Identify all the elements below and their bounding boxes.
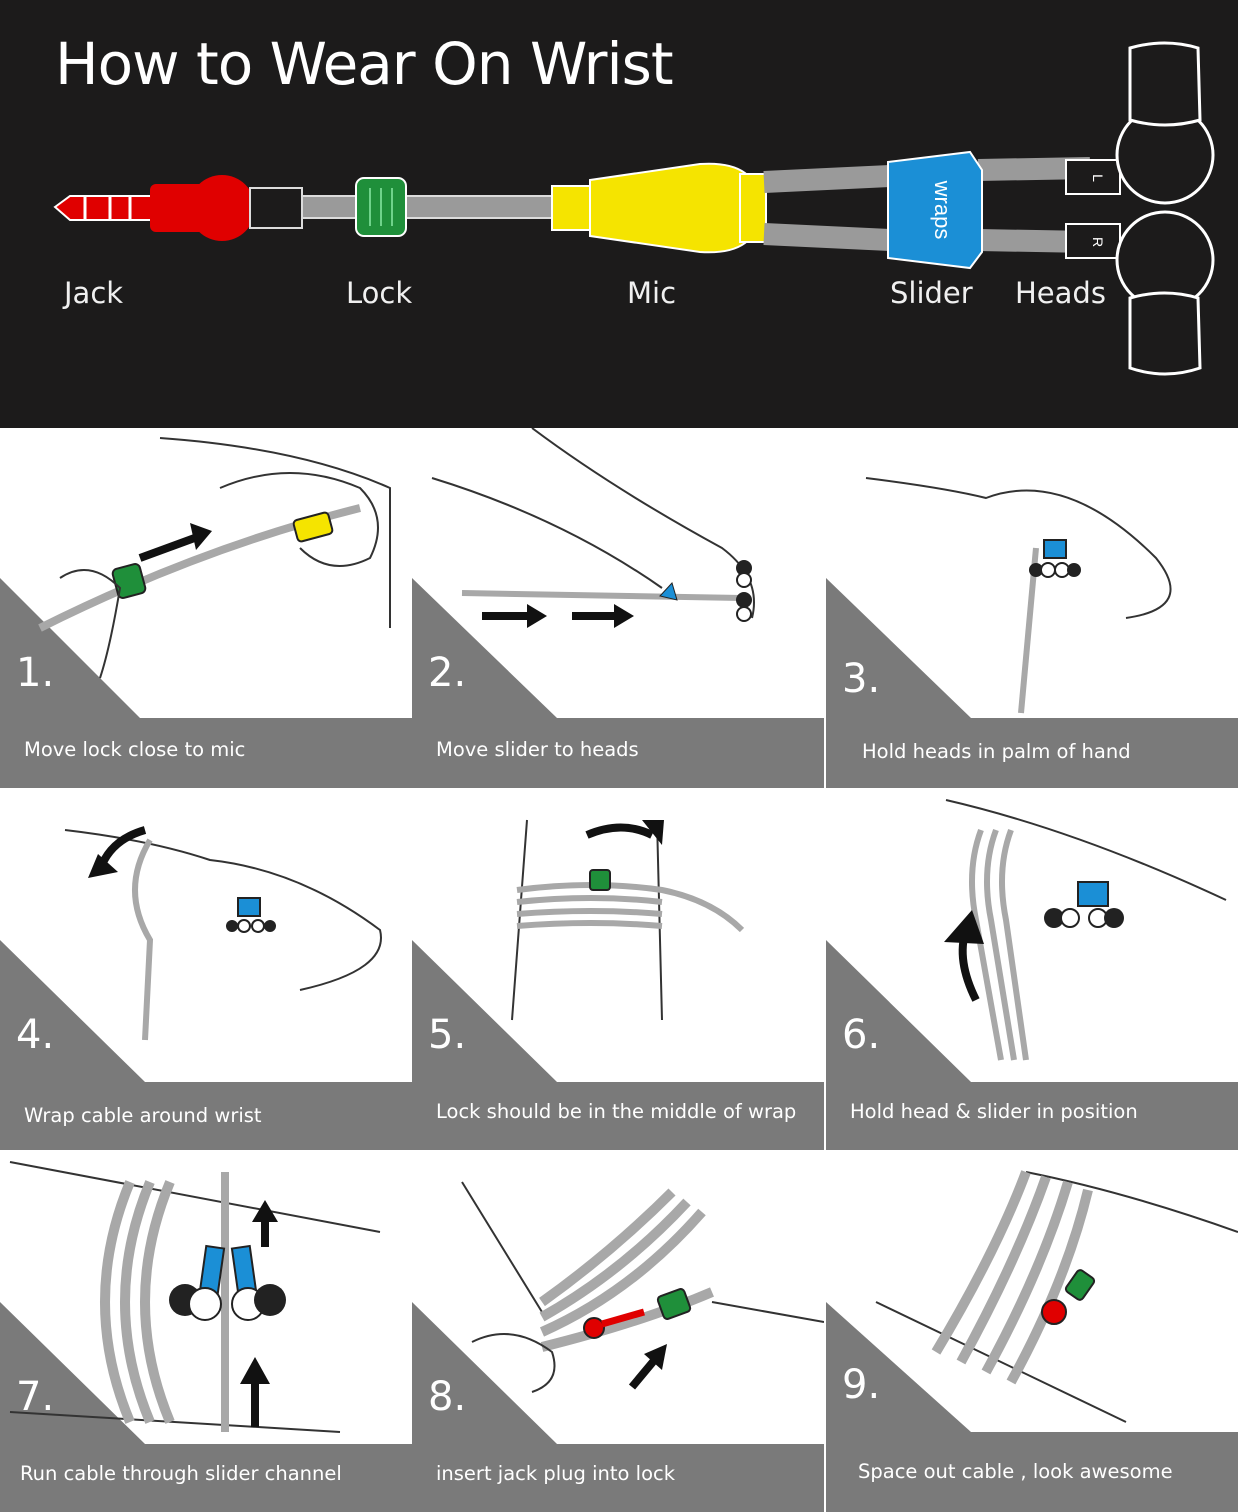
step-2-caption-box: Move slider to heads <box>412 718 824 788</box>
step-5-number: 5. <box>428 1012 467 1058</box>
step-panel-6: 6. Hold head & slider in position <box>826 790 1238 1150</box>
step-panel-1: 1. Move lock close to mic <box>0 428 412 788</box>
mic-icon <box>551 162 767 254</box>
step-6-illustration <box>826 799 1227 1082</box>
step-3-number: 3. <box>842 656 881 702</box>
step-1-number: 1. <box>16 650 55 696</box>
step-4-caption: Wrap cable around wrist <box>24 1104 262 1127</box>
step-3-caption: Hold heads in palm of hand <box>862 740 1131 763</box>
step-9-caption: Space out cable , look awesome <box>858 1460 1173 1483</box>
header-banner: How to Wear On Wrist <box>0 0 1238 428</box>
earbud-right-icon: R <box>1065 210 1215 376</box>
step-panel-3: 3. Hold heads in palm of hand <box>826 428 1238 788</box>
step-panel-2: 2. Move slider to heads <box>412 428 824 788</box>
step-7-number: 7. <box>16 1374 55 1420</box>
lock-icon <box>355 177 407 237</box>
slider-icon: wraps <box>887 150 983 270</box>
step-8-number: 8. <box>428 1374 467 1420</box>
step-6-number: 6. <box>842 1012 881 1058</box>
part-label-mic: Mic <box>627 276 677 310</box>
step-6-caption-box: Hold head & slider in position <box>826 1082 1238 1150</box>
cable-main <box>299 195 561 219</box>
step-panel-9: 9. Space out cable , look awesome <box>826 1152 1238 1512</box>
jack-plug-icon <box>53 175 303 241</box>
slider-brand: wraps <box>930 180 955 240</box>
step-panel-4: 4. Wrap cable around wrist <box>0 790 412 1150</box>
step-4-caption-box: Wrap cable around wrist <box>0 1082 412 1150</box>
part-label-jack: Jack <box>64 276 124 310</box>
step-panel-5: 5. Lock should be in the middle of wrap <box>412 790 824 1150</box>
step-5-caption-box: Lock should be in the middle of wrap <box>412 1082 824 1150</box>
step-1-caption-box: Move lock close to mic <box>0 718 412 788</box>
step-7-illustration <box>0 1161 381 1444</box>
step-8-caption-box: insert jack plug into lock <box>412 1444 824 1512</box>
step-4-illustration <box>0 826 382 1082</box>
step-9-illustration <box>826 1170 1238 1432</box>
step-7-caption-box: Run cable through slider channel <box>0 1444 412 1512</box>
part-label-heads: Heads <box>1015 276 1106 310</box>
page-title: How to Wear On Wrist <box>55 30 674 98</box>
step-8-caption: insert jack plug into lock <box>436 1462 676 1485</box>
step-2-number: 2. <box>428 650 467 696</box>
step-5-caption: Lock should be in the middle of wrap <box>436 1100 797 1123</box>
step-2-caption: Move slider to heads <box>436 738 639 761</box>
step-7-caption: Run cable through slider channel <box>20 1462 342 1485</box>
part-label-slider: Slider <box>890 276 973 310</box>
headphone-diagram: wraps L R <box>53 41 1215 376</box>
earbud-left-letter: L <box>1090 174 1106 182</box>
step-4-number: 4. <box>16 1012 55 1058</box>
step-panel-7: 7. Run cable through slider channel <box>0 1152 412 1512</box>
step-3-illustration <box>826 477 1172 718</box>
step-6-caption: Hold head & slider in position <box>850 1100 1138 1123</box>
part-label-lock: Lock <box>346 276 413 310</box>
step-9-caption-box: Space out cable , look awesome <box>826 1432 1238 1512</box>
step-1-caption: Move lock close to mic <box>24 738 246 761</box>
earbud-left-icon: L <box>1065 41 1215 205</box>
step-8-illustration <box>412 1181 824 1444</box>
step-5-illustration <box>412 819 745 1082</box>
step-9-number: 9. <box>842 1362 881 1408</box>
steps-grid: 1. Move lock close to mic 2. Move slider… <box>0 428 1238 1512</box>
step-panel-8: 8. insert jack plug into lock <box>412 1152 824 1512</box>
step-2-illustration <box>412 428 755 718</box>
step-3-caption-box: Hold heads in palm of hand <box>826 718 1238 788</box>
step-1-illustration <box>0 437 391 718</box>
earbud-right-letter: R <box>1090 237 1106 247</box>
